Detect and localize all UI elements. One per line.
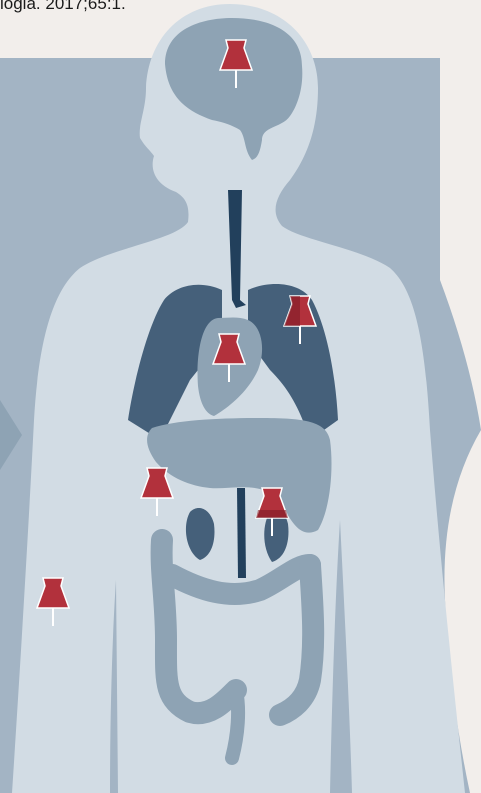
rectum <box>232 690 238 758</box>
aorta <box>237 488 246 578</box>
